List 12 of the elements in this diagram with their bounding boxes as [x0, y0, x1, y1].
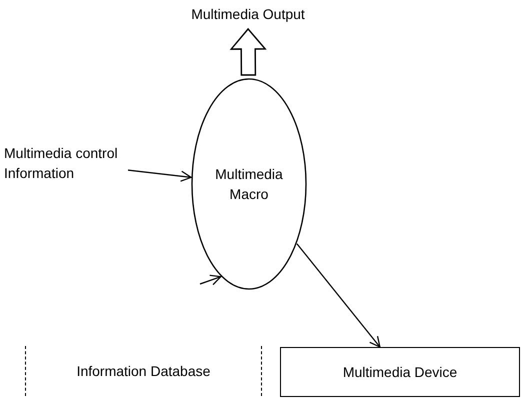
node-label: Multimedia Device — [342, 363, 458, 382]
block-arrow — [230, 28, 267, 76]
process-ellipse — [191, 78, 307, 290]
data-store — [25, 346, 262, 396]
arrow — [200, 274, 222, 286]
arrow — [128, 170, 192, 182]
text-label: Multimedia control Information — [4, 144, 119, 183]
device-box — [280, 347, 520, 397]
node-label: Multimedia Macro — [214, 165, 284, 204]
text-label: Multimedia Output — [191, 5, 305, 24]
node-label: Information Database — [76, 362, 210, 381]
arrow — [296, 243, 380, 348]
